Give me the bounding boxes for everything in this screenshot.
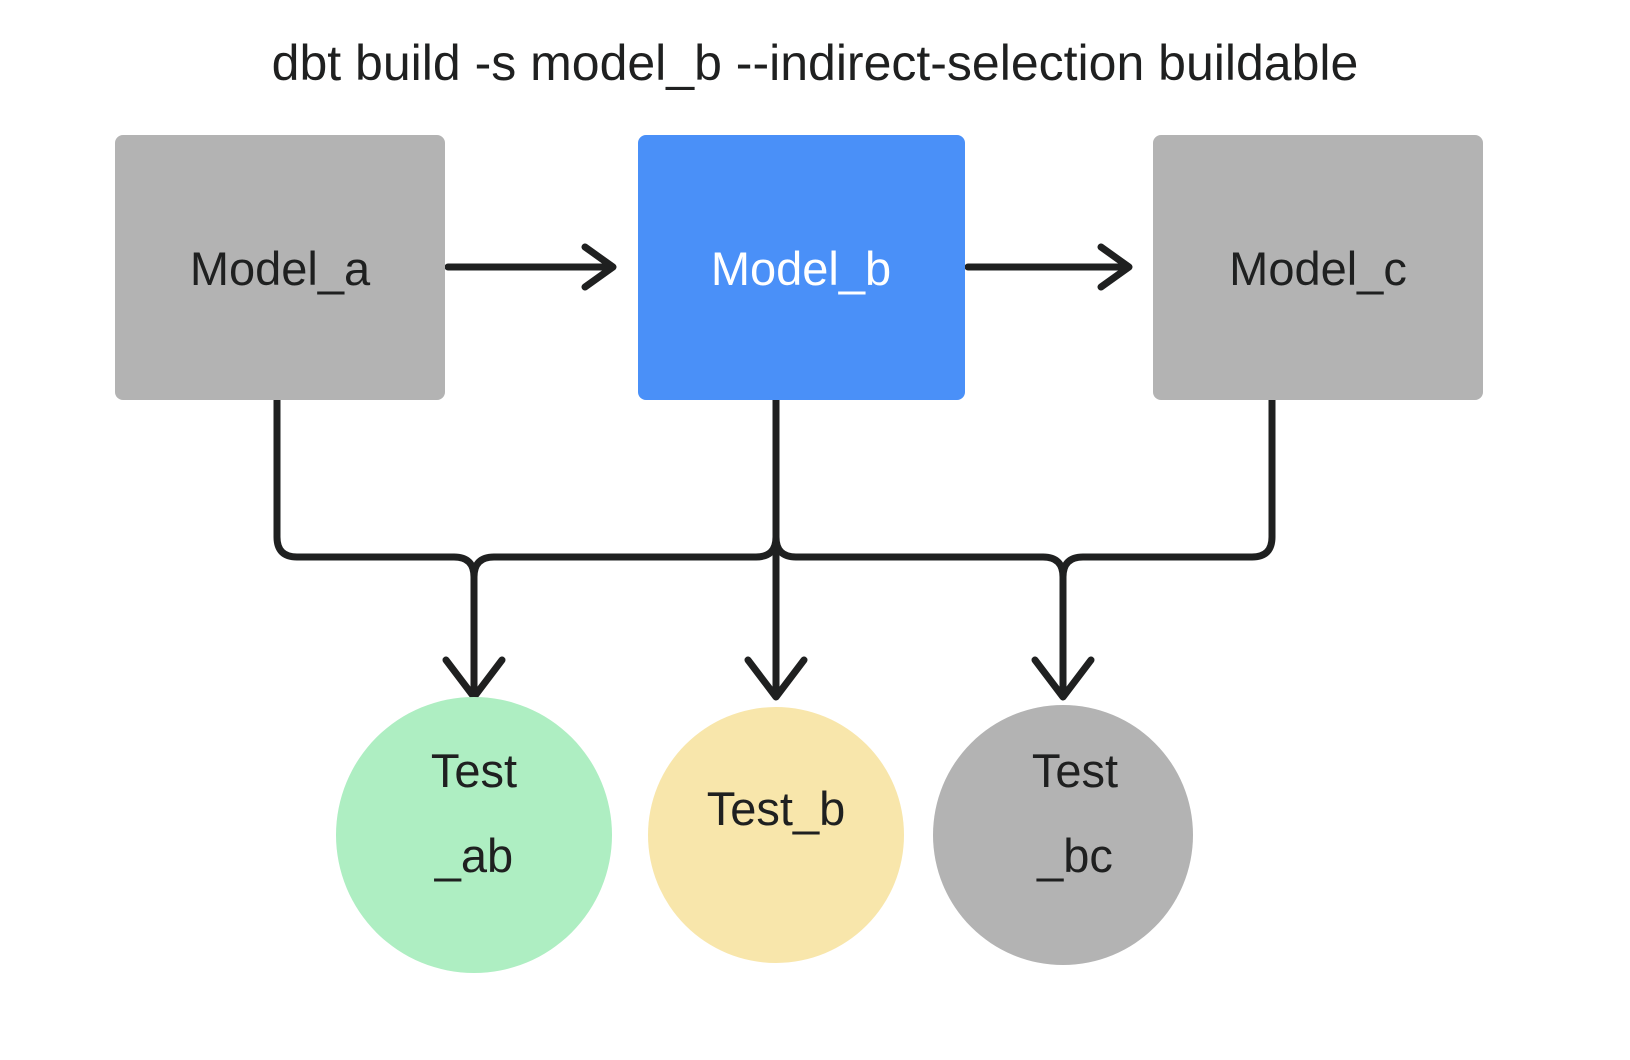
test-ab-circle[interactable] [336, 697, 612, 973]
arrow-head-icon [1031, 656, 1095, 701]
model-node-model-c[interactable]: Model_c [1153, 135, 1483, 400]
test-b-circle[interactable] [648, 707, 904, 963]
diagram-title: dbt build -s model_b --indirect-selectio… [272, 35, 1359, 91]
model-a-box[interactable] [115, 135, 445, 400]
test-ab-label-line-1: Test [431, 744, 517, 797]
model-node-model-a[interactable]: Model_a [115, 135, 445, 400]
model-b-box[interactable] [638, 135, 965, 400]
model-a-label: Model_a [190, 242, 371, 295]
model-c-box[interactable] [1153, 135, 1483, 400]
model-b-label: Model_b [711, 242, 891, 295]
arrow-head-icon [581, 243, 617, 291]
test-bc-label-line-2: _bc [1036, 829, 1113, 882]
edge-model-c-to-test-bc [1059, 396, 1276, 581]
model-node-model-b[interactable]: Model_b [638, 135, 965, 400]
model-node-layer: Model_a Model_b Model_c [115, 135, 1483, 400]
test-node-test-b[interactable]: Test_b [648, 707, 904, 963]
test-node-layer: Test _ab Test_b Test _bc [336, 697, 1193, 973]
arrow-head-icon [744, 656, 808, 701]
edge-line [772, 396, 1067, 694]
test-node-test-bc[interactable]: Test _bc [933, 705, 1193, 965]
edge-model-b-to-test-ab [470, 396, 780, 581]
test-b-label: Test_b [707, 782, 845, 835]
edge-line [470, 396, 780, 581]
edge-model-b-to-model-c [964, 243, 1133, 291]
model-c-label: Model_c [1229, 242, 1407, 295]
test-bc-circle[interactable] [933, 705, 1193, 965]
test-bc-label-line-1: Test [1032, 744, 1118, 797]
edge-model-a-to-test-ab [273, 396, 506, 701]
edge-model-a-to-model-b [444, 243, 617, 291]
edge-line [1059, 396, 1276, 581]
test-ab-label-line-2: _ab [434, 829, 513, 882]
edge-line [273, 396, 478, 694]
test-node-test-ab[interactable]: Test _ab [336, 697, 612, 973]
arrow-head-icon [1097, 243, 1133, 291]
edge-model-b-to-test-bc [772, 396, 1095, 701]
